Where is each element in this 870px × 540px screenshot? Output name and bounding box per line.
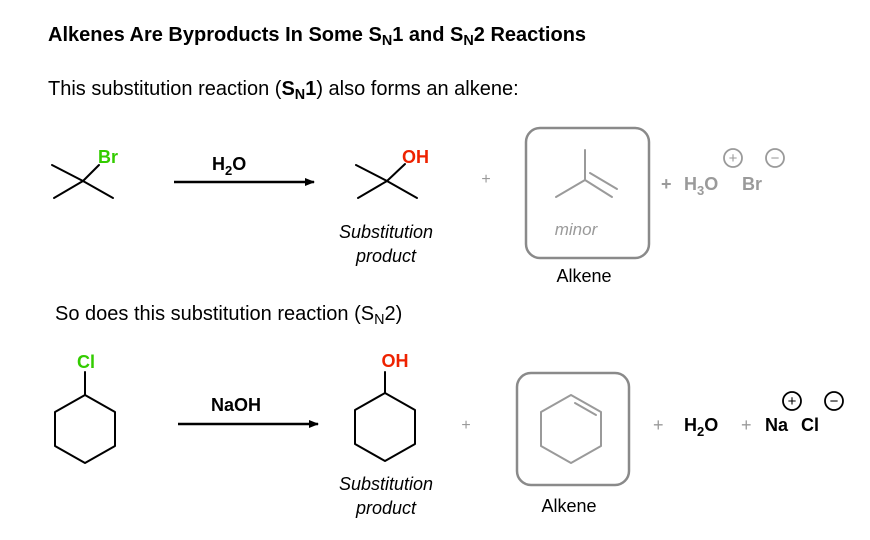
sn2-byproduct-plus: +	[653, 415, 664, 435]
sn1-bromide: Br	[742, 174, 762, 194]
sn2-water: H2O	[684, 415, 718, 439]
sn2-reagent: NaOH	[211, 395, 261, 415]
sn2-product-label-line1: Substitution	[339, 474, 433, 494]
sn2-intro-text: So does this substitution reaction (SN2)	[55, 303, 403, 329]
sn1-negative-charge: −	[765, 148, 785, 168]
sn2-negative-charge: −	[824, 391, 844, 411]
sn2-plus-sign: +	[461, 417, 470, 434]
sn1-product-group: OH	[402, 147, 429, 167]
sn1-product-label-line1: Substitution	[339, 222, 433, 242]
sn1-reagent: H2O	[212, 154, 246, 178]
sn1-alkene-structure	[555, 149, 618, 198]
sn2-sodium: Na	[765, 415, 789, 435]
sn1-plus-sign: +	[481, 171, 490, 188]
sn1-product-label-line2: product	[355, 246, 417, 266]
page-title: Alkenes Are Byproducts In Some SN1 and S…	[48, 24, 587, 50]
sn1-intro-text: This substitution reaction (SN1) also fo…	[48, 78, 519, 104]
svg-text:−: −	[830, 393, 839, 410]
sn2-positive-charge: +	[782, 391, 802, 411]
svg-text:+: +	[788, 393, 797, 410]
sn1-product-structure	[355, 163, 418, 199]
sn2-salt-plus: +	[741, 415, 752, 435]
sn2-alkene-label: Alkene	[541, 496, 596, 516]
sn2-reactant-structure	[54, 371, 116, 464]
sn2-product-structure	[354, 371, 416, 462]
sn1-byproduct-plus: +	[661, 174, 672, 194]
sn1-reactant-structure	[51, 164, 114, 199]
sn1-hydronium: H3O	[684, 174, 718, 198]
sn2-leaving-group: Cl	[77, 352, 95, 372]
sn1-leaving-group: Br	[98, 147, 118, 167]
sn2-product-label-line2: product	[355, 498, 417, 518]
sn2-chloride: Cl	[801, 415, 819, 435]
sn1-alkene-minor-tag: minor	[555, 220, 599, 239]
sn2-alkene-box	[515, 371, 631, 487]
sn1-positive-charge: +	[723, 148, 743, 168]
sn2-alkene-structure	[540, 394, 602, 464]
svg-text:−: −	[771, 150, 780, 167]
svg-text:+: +	[729, 150, 738, 167]
sn2-product-group: OH	[382, 351, 409, 371]
sn1-alkene-label: Alkene	[556, 266, 611, 286]
sn1-alkene-box	[524, 126, 651, 260]
